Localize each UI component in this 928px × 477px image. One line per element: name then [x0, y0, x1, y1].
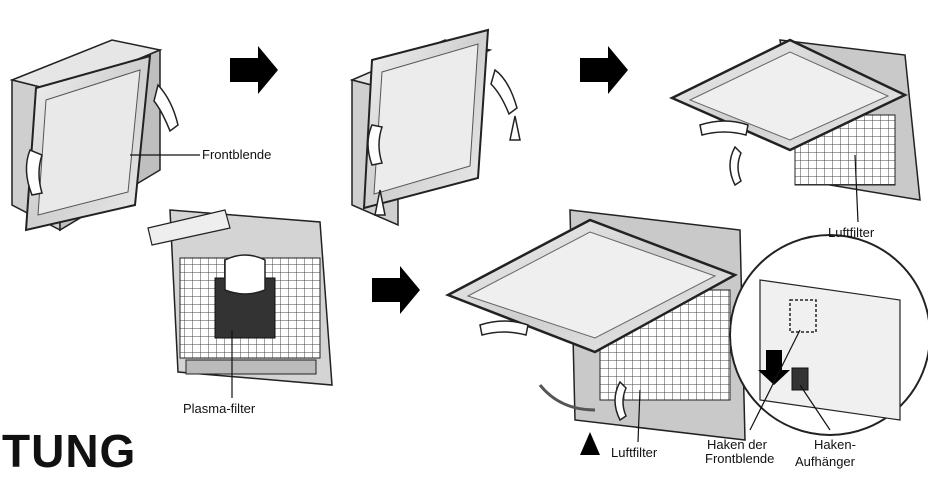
section-heading-fragment: TUNG	[2, 425, 137, 477]
plasma-filter-label: Plasma-filter	[183, 401, 256, 416]
step-arrow-icon	[580, 46, 628, 94]
haken-aufhaenger-line2: Aufhänger	[795, 454, 855, 469]
step4-unit-illustration	[147, 209, 333, 386]
luftfilter-bottom-leader-line	[637, 389, 641, 443]
step2-unit-illustration	[349, 28, 521, 227]
frontblende-label: Frontblende	[202, 147, 272, 162]
step-arrow-icon	[230, 46, 278, 94]
luftfilter-bottom-label: Luftfilter	[611, 445, 658, 460]
haken-der-frontblende-line2: Frontblende	[705, 451, 775, 466]
haken-frontblende-leader-line	[749, 329, 801, 431]
haken-aufhaenger-leader-line	[799, 384, 831, 431]
haken-der-frontblende-line1: Haken der	[707, 437, 767, 452]
haken-aufhaenger-line1: Haken-	[814, 437, 856, 452]
step-arrow-icon	[372, 266, 420, 314]
step3-unit-illustration	[669, 38, 921, 201]
step5-unit-illustration	[444, 209, 746, 455]
step1-unit-illustration	[9, 39, 179, 232]
luftfilter-top-leader-line	[854, 154, 859, 223]
luftfilter-top-label: Luftfilter	[828, 225, 875, 240]
hook-detail-inset	[729, 234, 928, 436]
